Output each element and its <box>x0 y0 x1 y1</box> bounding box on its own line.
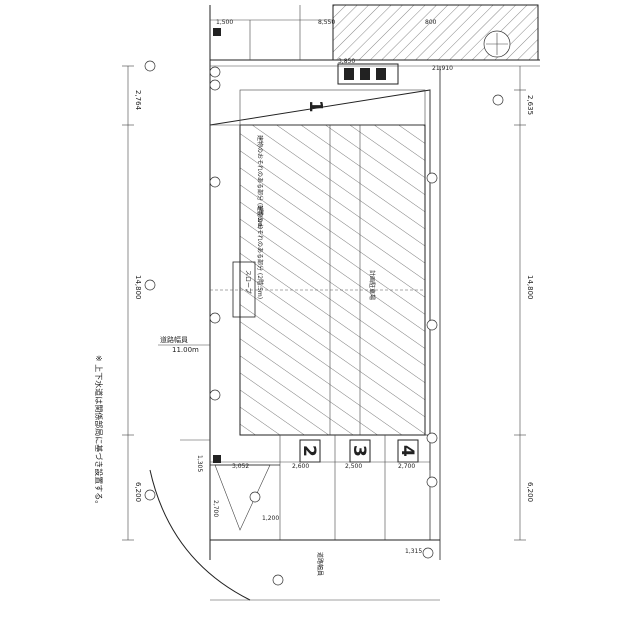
dim-right-14800: 14,800 <box>526 275 534 300</box>
road-width-label: 道路幅員 <box>160 335 188 344</box>
dim-top-8550: 8,550 <box>318 19 335 26</box>
dim-top-1500: 1,500 <box>216 19 233 26</box>
parking-number-3: 3 <box>349 445 369 457</box>
dim-road-3850: 3,850 <box>338 58 355 65</box>
dim-bottom-2500: 2,500 <box>345 463 362 470</box>
meter-boxes <box>337 63 399 85</box>
slope-label: スロープ <box>244 270 251 294</box>
parking-number-4: 4 <box>397 445 417 457</box>
planned-parking-label: 計画駐車場 <box>368 270 376 300</box>
circle-marks <box>144 60 504 586</box>
building-zone-label-2: 建物のおそれのある部分 (2階:5m) <box>256 205 264 299</box>
dim-bottom-2600: 2,600 <box>292 463 309 470</box>
dim-bottom-3052: 3,052 <box>232 463 249 470</box>
dim-left-14800: 14,800 <box>134 275 142 300</box>
building-footprint <box>239 124 426 436</box>
dim-top-800: 800 <box>425 19 437 26</box>
note-text: ※ 上下水道は関係部局に基づき設置する。 <box>94 355 104 508</box>
dim-bottom-1305: 1,305 <box>196 455 203 472</box>
parking-number-2: 2 <box>299 445 319 457</box>
dim-2700: 2,700 <box>212 500 219 517</box>
entrance-box <box>232 261 256 318</box>
road-width-value: 11.00m <box>172 346 199 354</box>
road-curve <box>149 469 251 601</box>
road-width-bottom-label: 道路幅員 <box>316 552 324 576</box>
dim-left-6200: 6,200 <box>134 482 142 502</box>
dim-right-2635: 2,635 <box>526 95 534 115</box>
parking-space-1 <box>239 89 426 126</box>
utility-marker-bottom <box>213 455 221 463</box>
utility-marker <box>213 28 221 36</box>
dim-bottom-2700: 2,700 <box>398 463 415 470</box>
parking-number-1: 1 <box>305 100 326 113</box>
building-zone-label-1: 建物のおそれのある部分 (1階:3m) <box>256 135 264 229</box>
dim-1200: 1,200 <box>262 515 279 522</box>
dim-left-2764: 2,764 <box>134 90 142 111</box>
dim-road-21910: 21,910 <box>432 65 453 72</box>
dim-right-6200: 6,200 <box>526 482 534 502</box>
dim-bottom-1315: 1,315 <box>405 548 422 555</box>
